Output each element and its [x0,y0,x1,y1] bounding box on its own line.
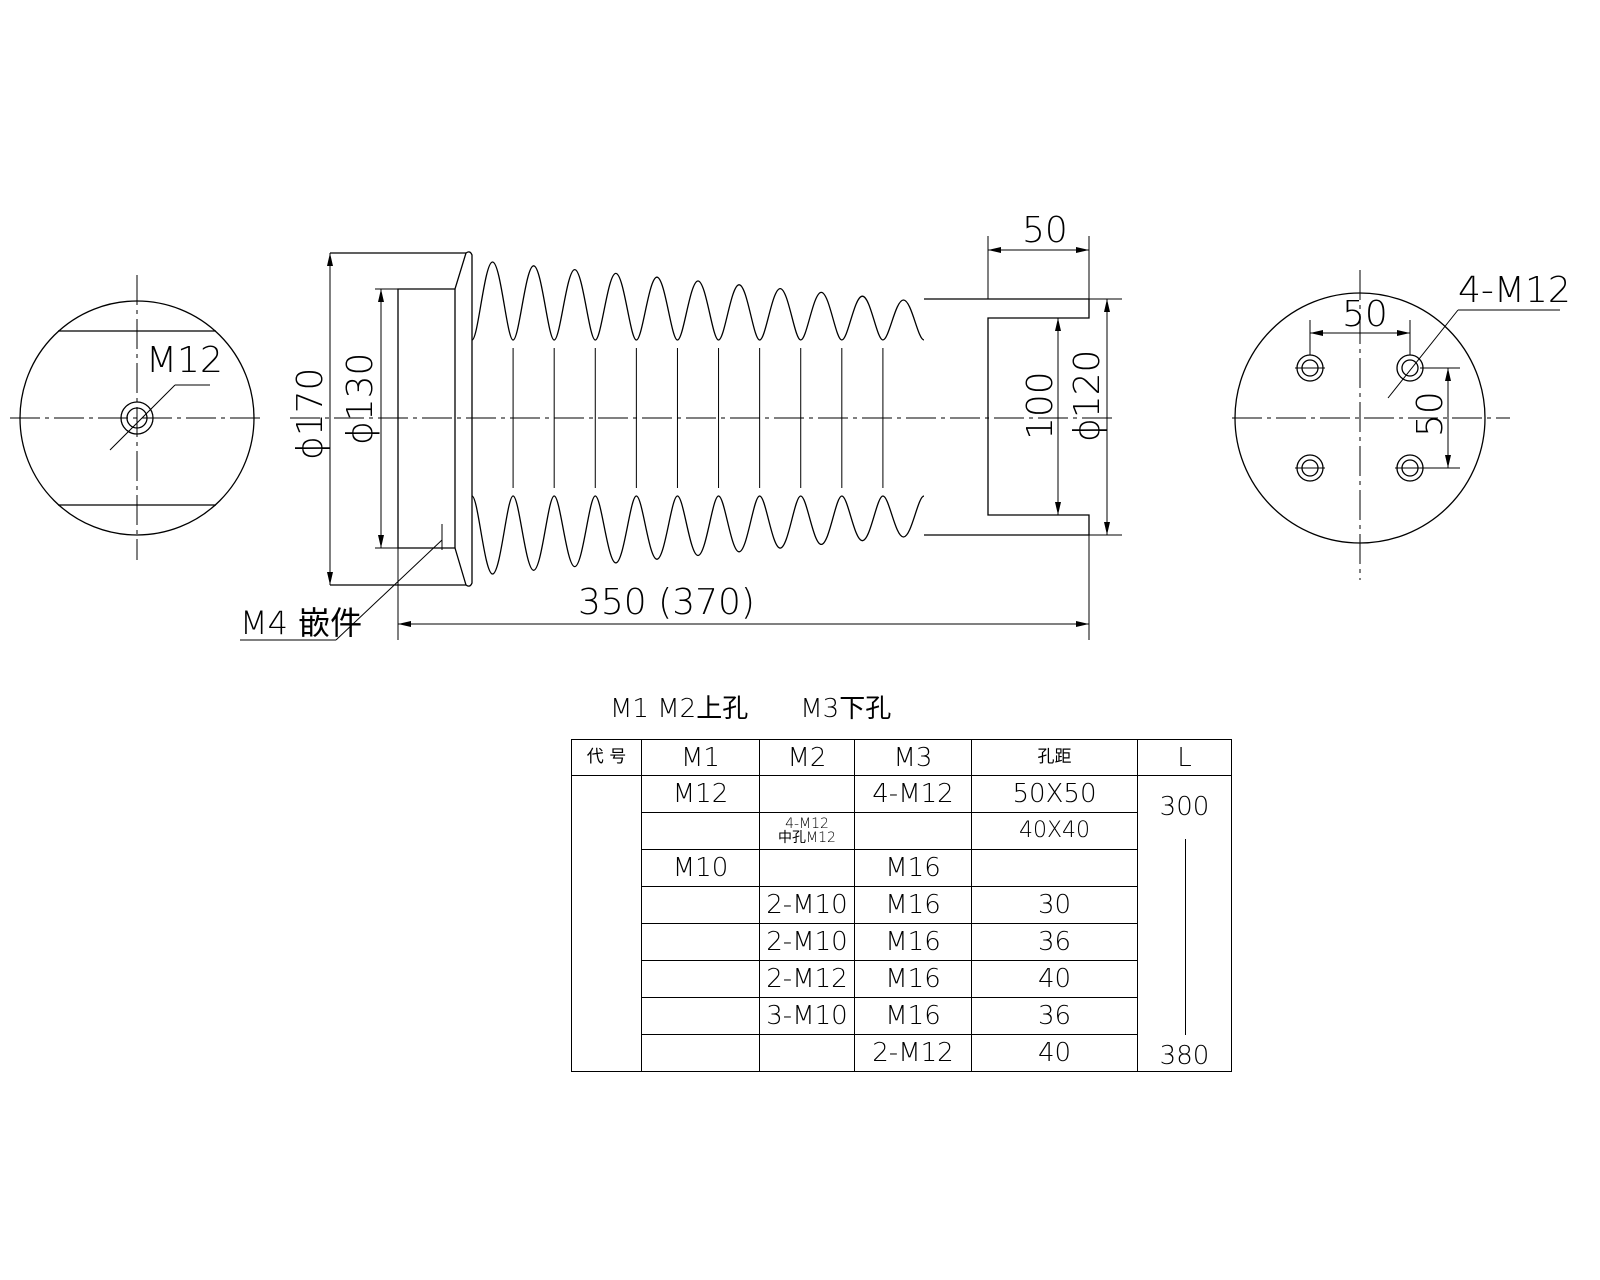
left-hole-inner [126,407,148,429]
cell-m2: 2-M12 [759,960,855,998]
table-caption: M1 M2上孔 M3下孔 [610,688,897,725]
header-code: 代 号 [571,739,642,776]
hole-pattern-label: 4-M12 [1458,270,1571,311]
spacing-horizontal: 50 [1342,294,1388,335]
cell-spacing: 36 [971,923,1138,961]
dim-130-arrow-top [378,289,384,302]
dim-100-arrow-bottom [1055,502,1061,515]
dim-120-arrow-top [1104,299,1110,312]
left-hole-label: M12 [146,340,223,381]
header-m1: M1 [641,739,760,776]
table-row: M12 4-M12 50X50 300 380 [571,775,1232,1072]
cell-spacing: 30 [971,886,1138,924]
cell-m2: 2-M10 [759,923,855,961]
hole-pattern-leader [1387,309,1459,399]
rdim-h-arrow-left [1310,330,1323,336]
length-range-bar [1184,839,1186,1035]
dim-130-arrow-bottom [378,535,384,548]
cell-m2: 3-M10 [759,997,855,1035]
dim-length: 350 (370) [578,582,755,623]
cell-m1 [641,1034,760,1072]
cell-m1 [641,886,760,924]
insert-leader [335,539,443,641]
cell-code [571,775,642,1072]
dim-170-arrow-bottom [327,572,333,585]
cell-spacing: 40 [971,960,1138,998]
table-row: 3-M10 M16 36 [572,997,1232,1035]
cell-m1 [641,923,760,961]
dim-170-arrow-top [327,253,333,266]
table-row: 2-M12 M16 40 [572,960,1232,998]
header-hole-spacing: 孔距 [971,739,1138,776]
left-end-view: M12 [10,275,265,560]
dim-length-arrow-left [398,621,411,627]
dim-end-inner: 100 [1020,371,1061,440]
insert-label: M4 嵌件 [240,604,362,642]
dim-end-width: 50 [1022,210,1068,251]
table-row: 4-M12 中孔M12 40X40 [572,812,1232,850]
cell-m2: 2-M10 [759,886,855,924]
cell-m2 [759,1034,855,1072]
cell-m3: M16 [854,923,972,961]
rdim-h-arrow-right [1397,330,1410,336]
right-end-view: 50 50 4-M12 [1232,270,1571,580]
bolt-hole-tr-inner [1401,359,1419,377]
cell-spacing: 36 [971,997,1138,1035]
cell-length-range: 300 380 [1137,775,1232,1072]
length-max: 380 [1159,1041,1210,1071]
dim-inner-dia: ϕ130 [340,353,381,445]
header-length: L [1137,739,1232,776]
dim-end-dia: ϕ120 [1067,350,1108,442]
cell-spacing: 50X50 [971,775,1138,813]
shed-profile-top [471,261,925,341]
cell-m3: M16 [854,997,972,1035]
cell-m3 [854,812,972,850]
header-m3: M3 [854,739,972,776]
right-end-fitting [924,298,1090,536]
left-leader-line [109,384,176,451]
rdim-v-arrow-bottom [1445,455,1451,468]
dim-100-arrow-top [1055,318,1061,331]
length-min: 300 [1159,792,1210,822]
caption-upper-holes: M1 M2上孔 [610,694,749,724]
cell-spacing: 40 [971,1034,1138,1072]
cell-m1 [641,997,760,1035]
header-m2: M2 [759,739,855,776]
table-row: 2-M12 40 [572,1034,1232,1072]
cell-m1 [641,812,760,850]
dim-50-arrow-left [988,247,1001,253]
cell-m2: 4-M12 中孔M12 [759,812,855,850]
cell-m3: M16 [854,960,972,998]
cell-spacing: 40X40 [971,812,1138,850]
dim-120-arrow-bottom [1104,522,1110,535]
spec-table: 代 号 M1 M2 M3 孔距 L M12 4-M12 50X50 300 38… [571,739,1232,1072]
spacing-vertical: 50 [1410,391,1451,437]
cell-m1 [641,960,760,998]
cell-m3: M16 [854,886,972,924]
cell-m1: M10 [641,849,760,887]
dim-length-arrow-right [1076,621,1089,627]
cell-m3: 2-M12 [854,1034,972,1072]
cell-m3: 4-M12 [854,775,972,813]
cell-m2 [759,849,855,887]
cell-spacing [971,849,1138,887]
left-hole-outer [120,401,154,435]
left-flange-outline [397,251,473,587]
table-row: 2-M10 M16 36 [572,923,1232,961]
rdim-v-arrow-top [1445,368,1451,381]
table-row: 2-M10 M16 30 [572,886,1232,924]
cell-m1: M12 [641,775,760,813]
spec-table-header: 代 号 M1 M2 M3 孔距 L [571,739,1232,776]
table-row: M10 M16 [572,849,1232,887]
cell-m2 [759,775,855,813]
dim-outer-dia: ϕ170 [290,368,331,460]
body-view: ϕ170 ϕ130 50 100 ϕ120 350 (370) [240,210,1122,642]
dim-50-arrow-right [1076,247,1089,253]
cell-m3: M16 [854,849,972,887]
shed-profile-bottom [471,495,925,575]
caption-lower-holes: M3下孔 [800,694,892,724]
